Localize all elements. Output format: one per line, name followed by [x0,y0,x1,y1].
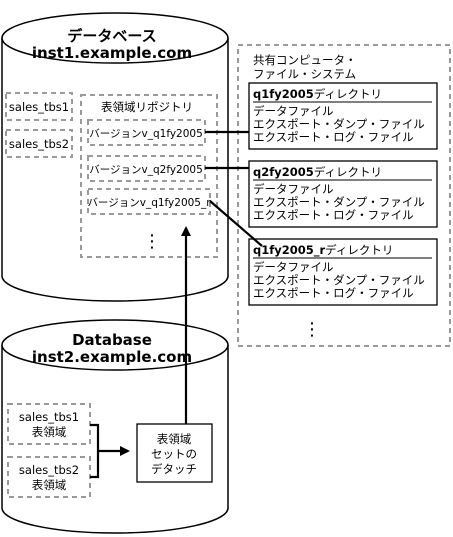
directory-line: エクスポート・ログ・ファイル [253,130,414,144]
directory-line: データファイル [253,104,334,118]
shared-more-ellipsis: ⋮ [303,319,321,340]
directory-line: データファイル [253,260,334,274]
tablespace-box [5,129,73,158]
tablespace-label: sales_tbs2 [9,137,69,151]
directory-title: q1fy2005_rディレクトリ [253,243,393,258]
directory-line: データファイル [253,182,334,196]
tablespace-sublabel: 表領域 [32,425,67,439]
action-line: 表領域 [157,432,192,446]
database-title-2: Database [72,331,152,349]
shared-file-system-title-line1: 共有コンピュータ・ [253,53,357,67]
repository-title: 表領域リポジトリ [101,100,193,114]
directory-line: エクスポート・ダンプ・ファイル [253,195,425,209]
directory-title: q1fy2005ディレクトリ [253,87,382,101]
version-box [87,155,206,182]
action-line: セットの [151,447,197,461]
directory-line: エクスポート・ダンプ・ファイル [253,273,425,287]
database-title-1: データベース [67,27,156,45]
tablespace-label: sales_tbs2 [19,463,79,477]
directory-title: q2fy2005ディレクトリ [253,165,382,179]
bracket-connector [90,423,128,479]
version-box [87,188,211,215]
tablespace-label: sales_tbs1 [19,410,79,424]
shared-file-system-title-line2: ファイル・システム [253,67,356,81]
action-line: デタッチ [151,462,197,476]
tablespace-box [7,403,91,445]
version-label: バージョンv_q1fy2005 [89,128,203,140]
tablespace-box [5,92,73,121]
connector-v-q1fy2005-r [209,200,263,247]
directory-line: エクスポート・ログ・ファイル [253,208,414,222]
detach-tablespace-set-box [136,423,213,483]
directory-box-q1fy2005: q1fy2005ディレクトリ データファイル エクスポート・ダンプ・ファイル エ… [248,82,438,150]
repository-more-ellipsis: ⋮ [143,231,161,252]
version-box [87,119,206,146]
version-label: バージョンv_q1fy2005_r [87,197,211,209]
version-label: バージョンv_q2fy2005 [89,164,203,176]
tablespace-label: sales_tbs1 [9,100,69,114]
database-host-2: inst2.example.com [32,348,192,366]
tablespace-sublabel: 表領域 [32,478,67,492]
database-host-1: inst1.example.com [32,44,192,62]
directory-line: エクスポート・ダンプ・ファイル [253,117,425,131]
directory-box-q1fy2005-r: q1fy2005_rディレクトリ データファイル エクスポート・ダンプ・ファイル… [248,238,438,306]
directory-line: エクスポート・ログ・ファイル [253,286,414,300]
directory-box-q2fy2005: q2fy2005ディレクトリ データファイル エクスポート・ダンプ・ファイル エ… [248,160,438,228]
